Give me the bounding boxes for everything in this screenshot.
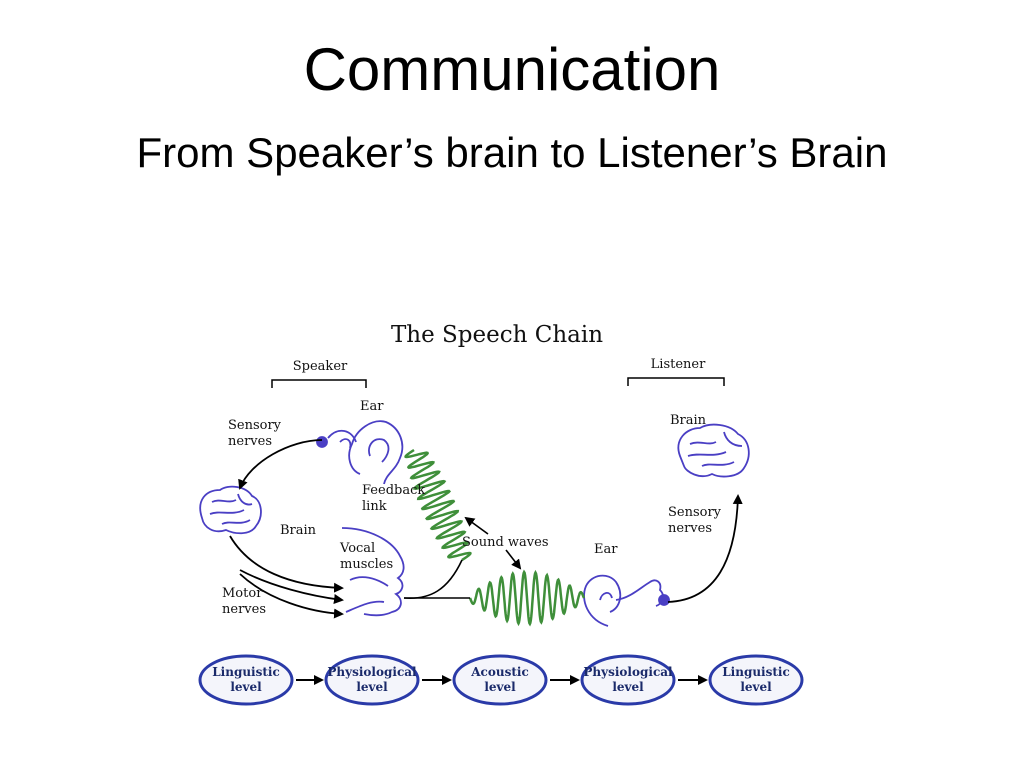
stage-label: Acoustic [470,665,529,679]
listener-brace [627,377,725,386]
motor-nerve-path-2 [239,569,344,604]
feedback-arrow [464,516,489,535]
speaker-ear-icon [316,420,404,485]
speaker-label: Speaker [293,359,348,374]
stage-label: Linguistic [212,665,280,679]
stage-ellipse [708,654,804,706]
listener-label: Listener [651,357,706,372]
speaker-brace [271,379,367,388]
stage-ellipse [198,654,294,706]
stage-ellipse [452,654,548,706]
ear-label-speaker: Ear [360,399,384,414]
motor-nerves-label-line2: nerves [222,602,266,617]
vocal-muscles-label-line2: muscles [340,557,393,572]
stage-label: level [612,680,644,694]
stage-ellipse [580,654,676,706]
stage-ellipse [324,654,420,706]
motor-nerve-path-3 [239,573,344,619]
stage-label: level [230,680,262,694]
sensory-nerves-label-listener-line1: Sensory [668,505,722,520]
brain-label-listener: Brain [670,413,707,428]
slide-title: Communication [303,36,721,103]
sensory-nerves-label-speaker-line1: Sensory [228,418,282,433]
speaker-brain-icon [199,485,262,535]
main-sound-wave [468,569,586,627]
feedback-link-label-line2: link [362,499,387,514]
ear-label-listener: Ear [594,542,618,557]
sensory-nerves-label-listener-line2: nerves [668,521,712,536]
brain-label-speaker: Brain [280,523,317,538]
stage-row: LinguisticlevelPhysiologicallevelAcousti… [198,654,804,706]
stage-label: level [484,680,516,694]
sensory-nerves-label-speaker-line2: nerves [228,434,272,449]
listener-ear-icon [583,574,670,627]
stage-label: level [356,680,388,694]
vocal-to-wave-line [403,559,463,600]
sensory-nerve-arrow-listener [667,494,743,603]
diagram-caption: The Speech Chain [391,322,603,348]
stage-label: Physiological [327,665,417,679]
listener-brain-icon [677,423,750,478]
motor-nerves-label-line1: Motor [222,586,263,601]
sensory-nerve-arrow-speaker [238,439,323,490]
stage-label: level [740,680,772,694]
sound-waves-arrow [505,549,522,570]
sound-waves-label: Sound waves [462,535,549,550]
stage-label: Linguistic [722,665,790,679]
stage-label: Physiological [583,665,673,679]
slide-subtitle: From Speaker’s brain to Listener’s Brain [136,129,888,176]
motor-nerve-path-1 [229,535,344,593]
vocal-tract-icon [341,527,405,617]
feedback-sound-wave [404,448,472,562]
vocal-muscles-label-line1: Vocal [339,541,375,556]
feedback-link-label-line1: Feedback [362,483,425,498]
